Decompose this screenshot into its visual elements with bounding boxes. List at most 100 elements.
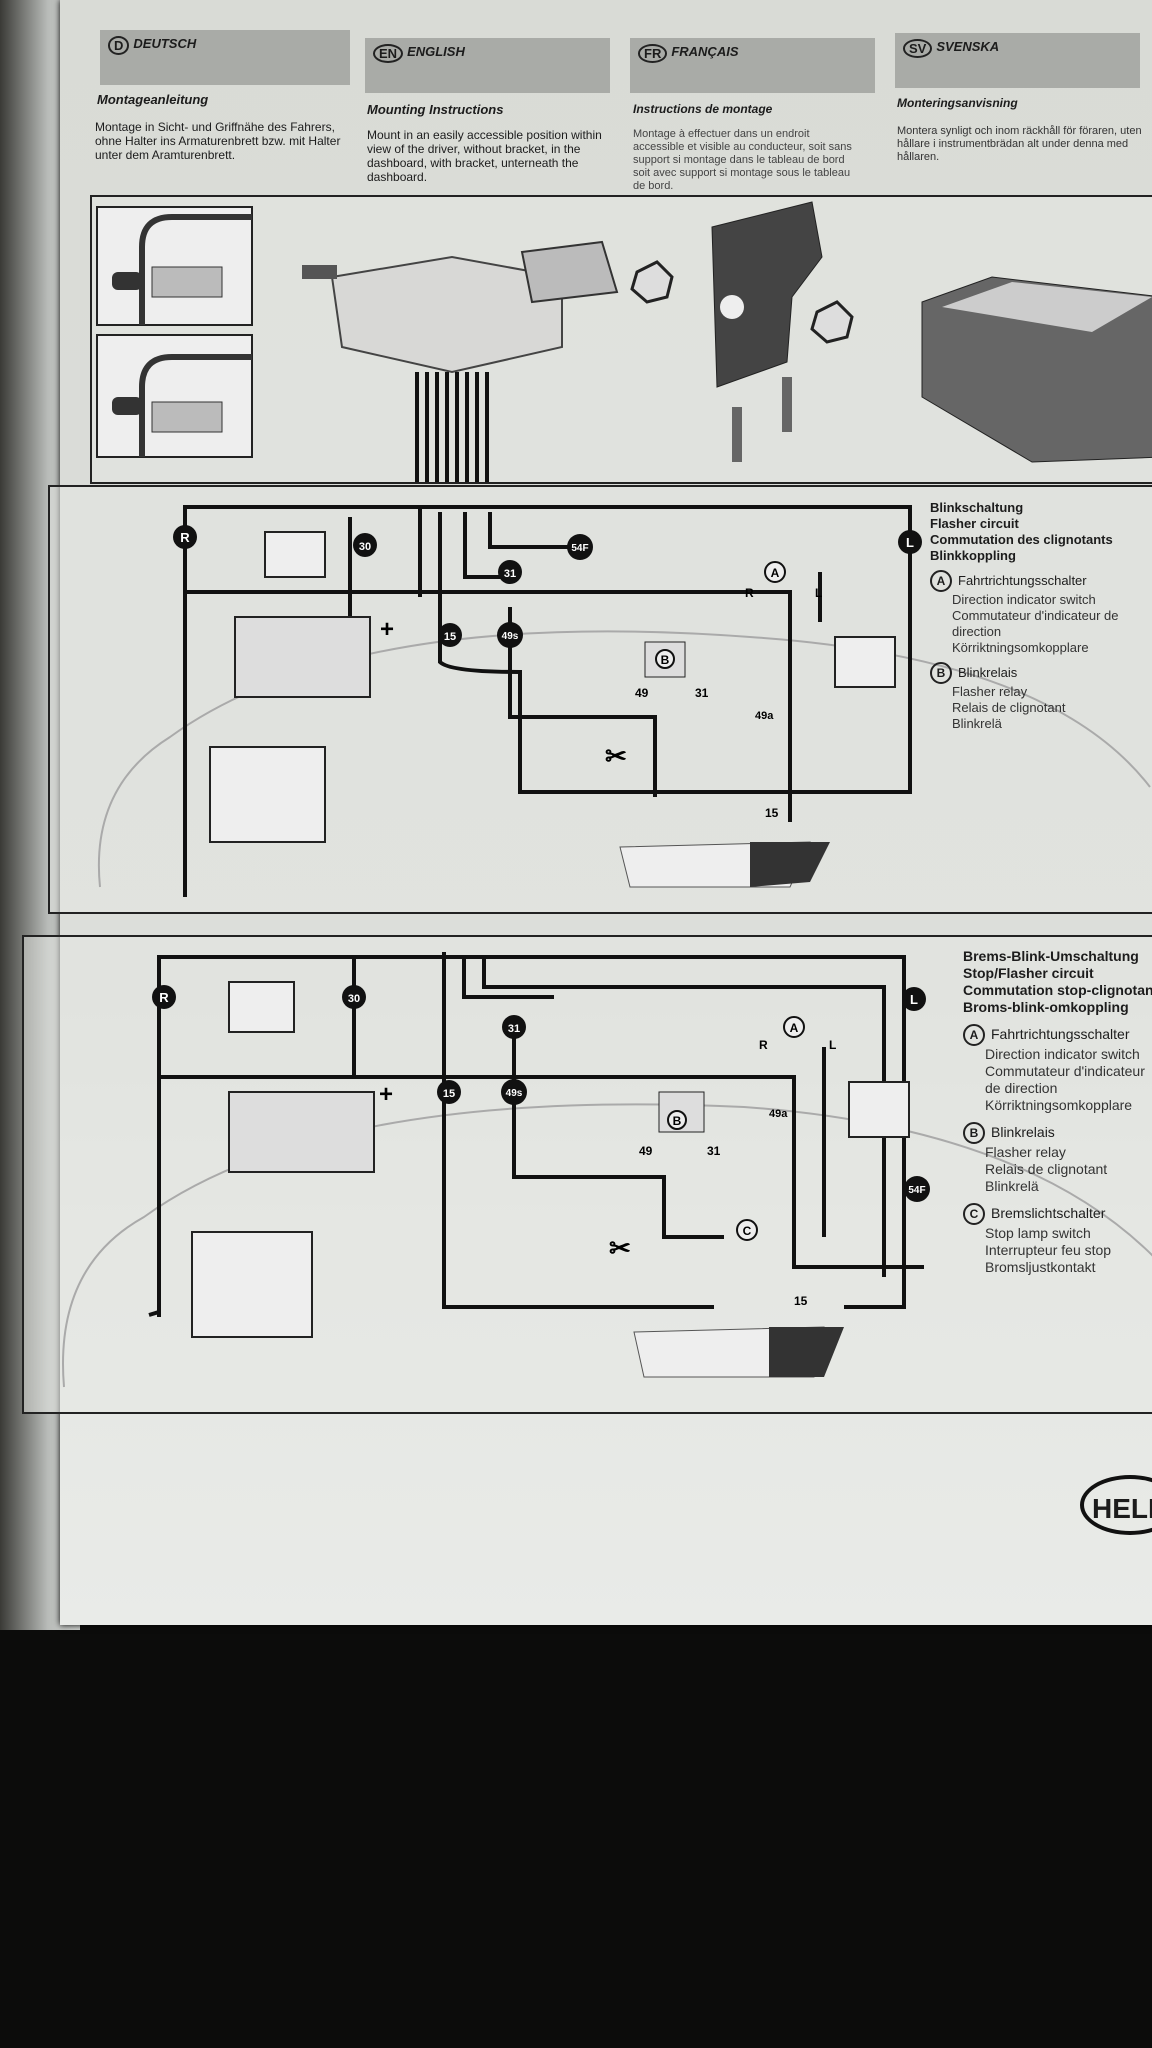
legend-a-marker: A [930,570,952,592]
label-31: 31 [695,686,709,700]
scissors-icon: ✂ [609,1233,631,1263]
heading-de: Blinkschaltung [930,500,1024,515]
dashboard-mount-inset [96,206,253,326]
lang-code: EN [373,44,404,63]
title-fr: Instructions de montage [633,102,773,116]
terminal-49s: 49s [506,1088,523,1099]
hella-logo: HELLA [1080,1475,1152,1535]
legend-line: Commutateur d'indicateur [985,1063,1145,1079]
bracket-icon [711,201,823,388]
terminal-54f: 54F [908,1185,925,1196]
car-front-icon [228,981,295,1033]
screw-icon [782,377,792,432]
legend-b-marker: B [963,1122,985,1144]
legend-line: Flasher relay [952,684,1028,699]
brand-name: HELLA [1092,1493,1152,1524]
legend-line: Fahrtrichtungsschalter [958,573,1087,588]
legend-line: Blinkrelais [958,665,1018,680]
text-sv: Montera synligt och inom räckhåll för fö… [897,125,1142,163]
stop-flasher-circuit-diagram: R 30 31 15 49s L 54F A R L B 49 31 49a 1… [22,935,1152,1414]
mounting-illustration [96,201,1152,482]
legend-line: Körriktningsomkopplare [952,640,1089,655]
lang-name: FRANÇAIS [671,44,739,59]
legend-line: Körriktningsomkopplare [985,1097,1133,1113]
legend-line: Direction indicator switch [985,1046,1140,1062]
label-31: 31 [707,1144,721,1158]
legend-line: Blinkrelais [991,1124,1055,1140]
switch-r-label: R [759,1038,768,1052]
mounting-sleeve-icon [520,240,619,304]
terminal-l: L [910,992,918,1007]
flasher-legend: Blinkschaltung Flasher circuit Commutati… [930,500,1152,732]
lang-name: SVENSKA [936,39,1000,54]
car-rear-icon [834,636,896,688]
mounting-diagram [90,195,1152,484]
connector-detail-inset [191,1231,313,1338]
heading-fr: Commutation stop-clignotant [963,982,1152,998]
heading-sv: Blinkkoppling [930,548,1016,563]
battery-plus-icon: + [380,616,394,643]
battery-icon [228,1091,375,1173]
stop-switch-c-icon [736,1219,758,1241]
car-front-icon [264,531,326,578]
label-49a: 49a [755,710,774,722]
legend-line: de direction [985,1080,1058,1096]
legend-c-marker: C [963,1203,985,1225]
lang-code: D [108,36,130,55]
battery-icon [234,616,371,698]
title-sv: Monteringsanvisning [897,96,1018,110]
terminal-l: L [906,535,914,550]
switch-a-marker: A [790,1021,799,1035]
label-49: 49 [635,686,649,700]
car-rear-icon [848,1081,910,1138]
legend-line: Interrupteur feu stop [985,1242,1112,1258]
stop-flasher-wiring-schematic: R 30 31 15 49s L 54F A R L B 49 31 49a 1… [62,952,1152,1388]
text-en: Mount in an easily accessible position w… [367,128,602,184]
text-de: Montage in Sicht- und Griffnähe des Fahr… [95,120,341,162]
switch-a-marker: A [771,566,780,580]
terminal-r: R [159,990,169,1005]
connector-detail-inset [209,746,326,843]
battery-plus-icon: + [379,1081,393,1108]
title-en: Mounting Instructions [367,102,504,117]
legend-line: Bromsljustkontakt [985,1259,1096,1275]
text-fr: Montage à effectuer dans un endroit acce… [633,128,852,192]
switch-r-label: R [745,586,754,600]
switch-l-label: L [815,586,822,600]
legend-line: Relais de clignotant [952,700,1066,715]
terminal-49s: 49s [502,631,519,642]
terminal-markers: R 30 31 54F 15 49s L A R L B 49 31 49a 1… [173,525,922,820]
legend-line: Relais de clignotant [985,1161,1108,1177]
legend-line: Commutateur d'indicateur de direction [952,608,1119,639]
terminal-15: 15 [443,1088,455,1100]
legend-line: Direction indicator switch [952,592,1096,607]
terminal-54f: 54F [571,543,588,554]
flasher-unit-icon [302,255,563,482]
legend-b-marker: B [930,662,952,684]
terminal-31: 31 [504,568,516,580]
under-dashboard-mount-inset [96,334,253,458]
stop-switch-c-marker: C [743,1224,752,1238]
relay-b-marker: B [661,653,670,667]
switch-l-label: L [829,1038,836,1052]
label-49: 49 [639,1144,653,1158]
terminal-30: 30 [359,541,371,553]
indicator-lamp-icon [769,1327,844,1377]
stop-flasher-legend: Brems-Blink-Umschaltung Stop/Flasher cir… [963,948,1152,1276]
screw-icon [732,407,742,462]
legend-line: Blinkrelä [985,1178,1039,1194]
lang-code: SV [903,39,933,58]
flasher-circuit-diagram: R 30 31 54F 15 49s L A R L B 49 31 49a 1… [48,485,1152,914]
heading-en: Stop/Flasher circuit [963,965,1094,981]
heading-fr: Commutation des clignotants [930,532,1113,547]
lang-name: ENGLISH [407,44,465,59]
scissors-icon: ✂ [605,741,627,771]
lang-name: DEUTSCH [133,36,197,51]
legend-line: Flasher relay [985,1144,1066,1160]
label-15: 15 [794,1294,808,1308]
terminal-15: 15 [444,631,456,643]
